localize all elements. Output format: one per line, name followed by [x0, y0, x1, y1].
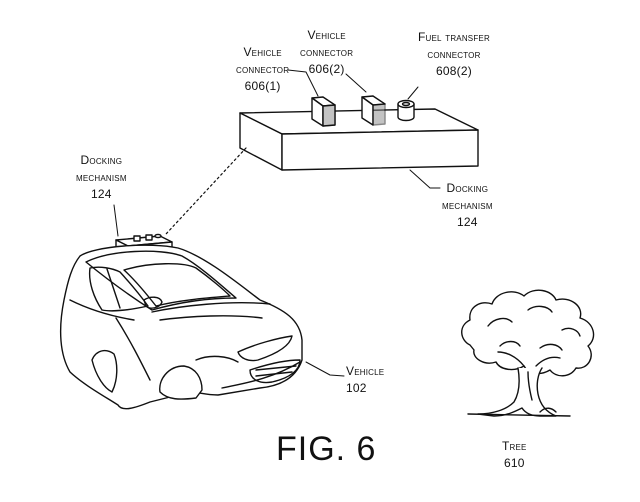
label-vehicle-connector-2: Vehicle connector 606(2) [300, 27, 353, 78]
label-docking-mechanism-small: Docking mechanism 124 [76, 152, 127, 203]
label-ref: 610 [503, 456, 525, 470]
leader-lines [113, 69, 441, 377]
label-line1: Docking [80, 153, 123, 167]
label-line2: connector [300, 45, 354, 59]
label-ref: 124 [91, 187, 112, 201]
label-fuel-transfer-connector: Fuel transfer connector 608(2) [418, 29, 490, 80]
label-tree: Tree 610 [502, 438, 527, 472]
label-line1: Tree [502, 439, 527, 453]
label-ref: 102 [346, 381, 367, 395]
fuel-transfer-connector [397, 99, 415, 122]
label-line2: mechanism [442, 198, 493, 212]
label-ref: 608(2) [436, 64, 472, 78]
label-ref: 124 [457, 215, 478, 229]
label-docking-mechanism-large: Docking mechanism 124 [442, 180, 493, 231]
label-vehicle-connector-1: Vehicle connector 606(1) [236, 44, 289, 95]
docking-mechanism-box [239, 108, 479, 171]
tree [461, 289, 595, 417]
label-line1: Vehicle [346, 364, 385, 378]
vehicle-connector-1 [311, 96, 336, 127]
label-line1: Vehicle [307, 28, 346, 42]
label-line1: Fuel transfer [418, 30, 490, 44]
label-line2: mechanism [76, 170, 127, 184]
label-line1: Docking [446, 181, 489, 195]
association-line [165, 147, 247, 235]
vehicle-connector-2 [361, 95, 386, 126]
label-ref: 606(1) [244, 79, 281, 93]
label-line2: connector [427, 47, 481, 61]
label-vehicle: Vehicle 102 [346, 363, 384, 397]
figure-title: FIG. 6 [276, 430, 377, 468]
label-line1: Vehicle [243, 45, 282, 59]
vehicle-car [59, 244, 303, 410]
label-line2: connector [236, 62, 290, 76]
label-ref: 606(2) [308, 62, 345, 76]
